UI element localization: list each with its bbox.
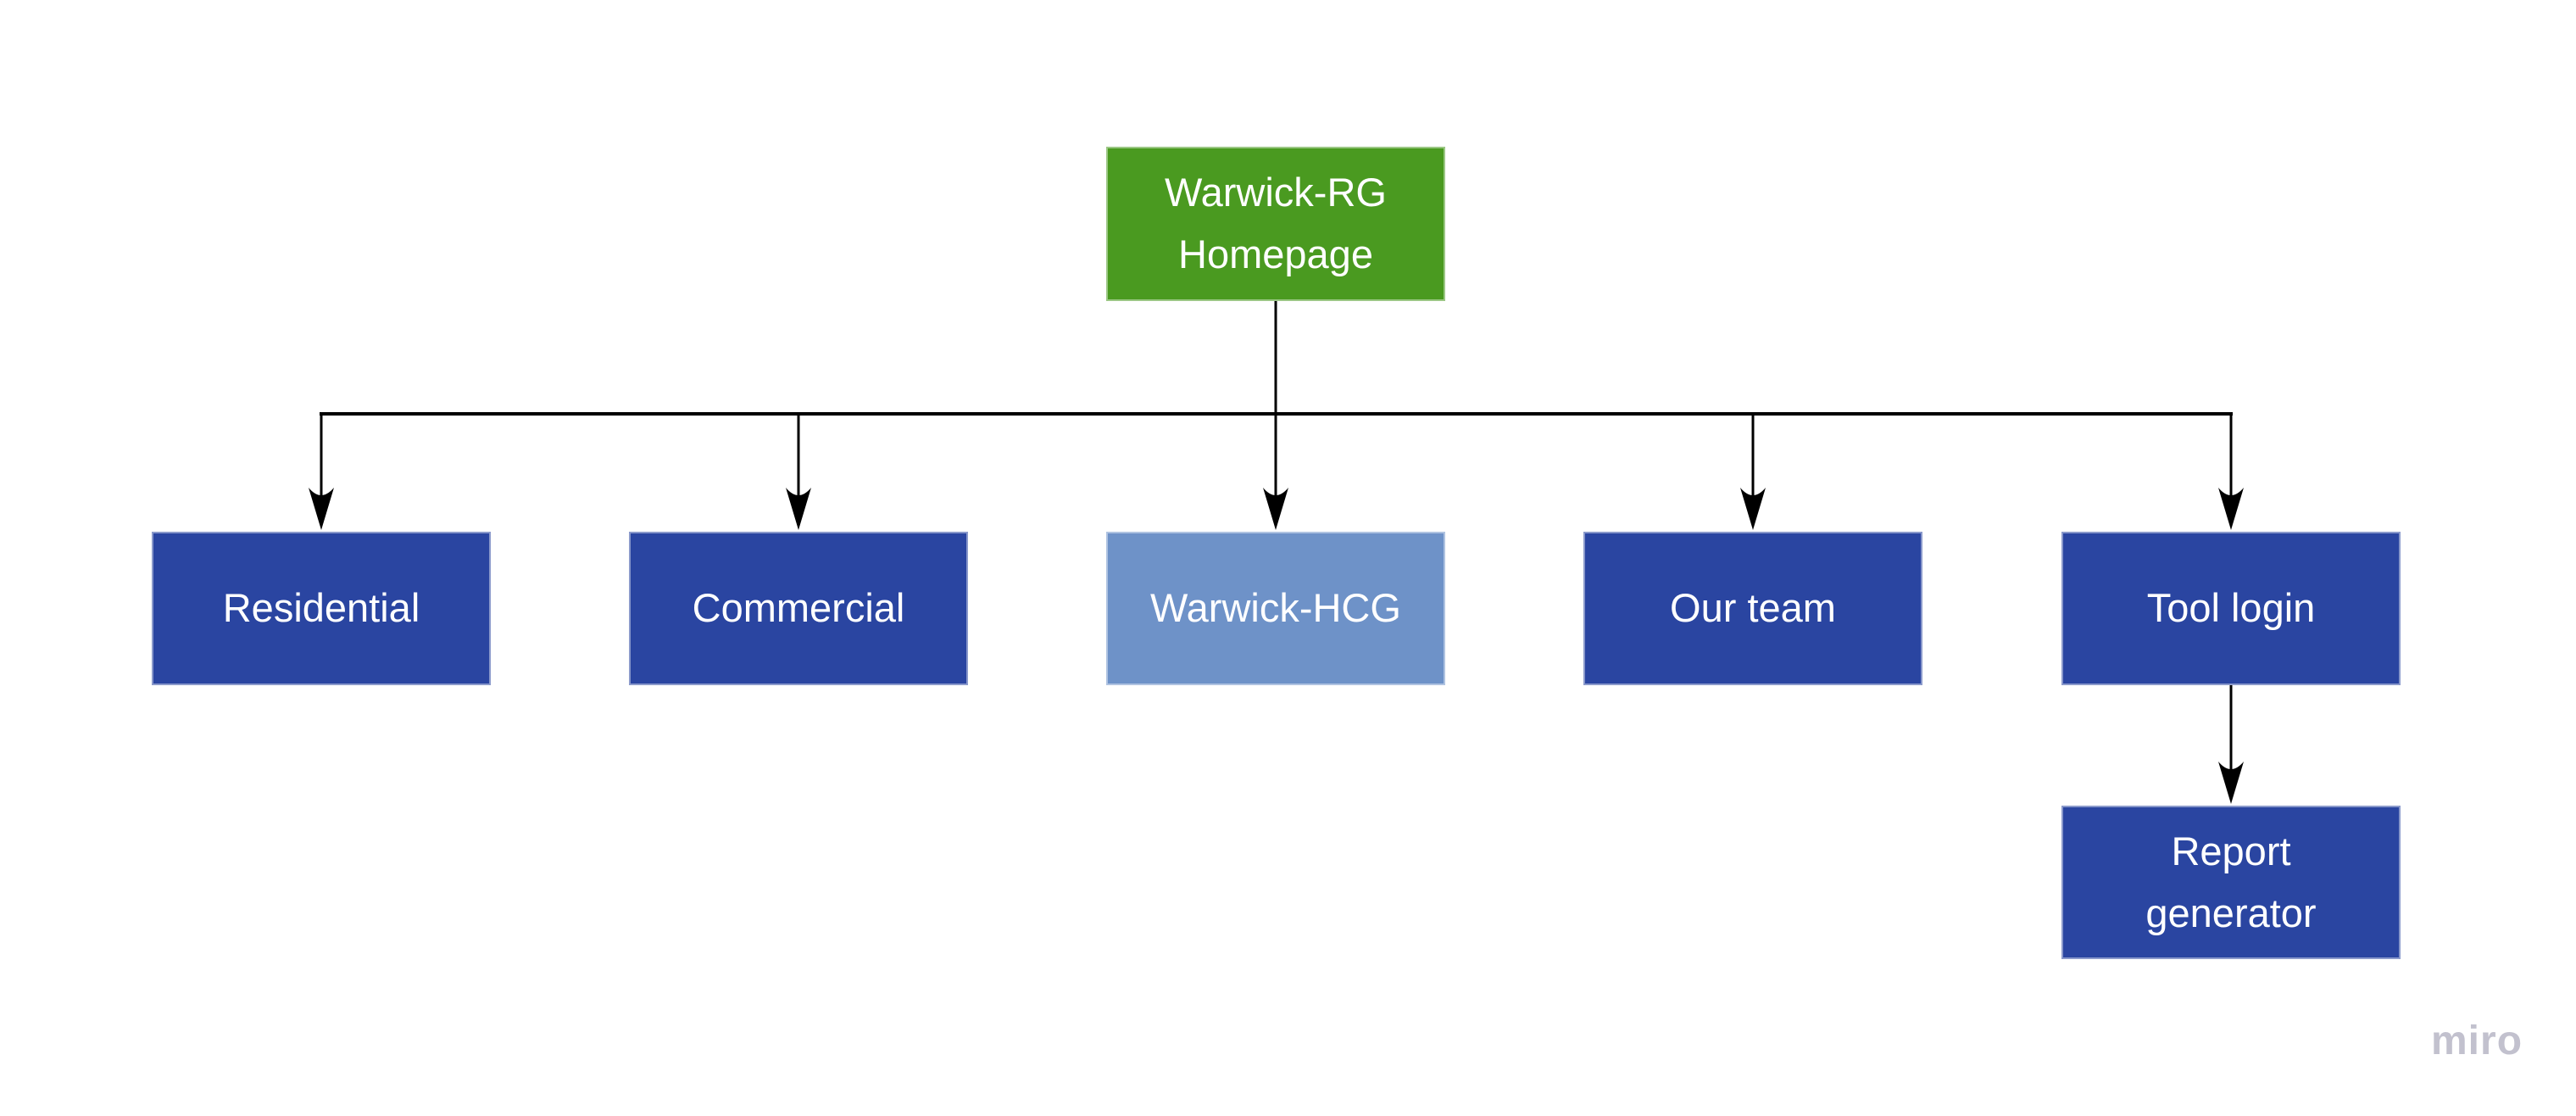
edge-to-tool-login [2218, 412, 2244, 530]
node-commercial[interactable]: Commercial [629, 532, 968, 685]
arrowhead-down-icon [1263, 488, 1288, 530]
node-warwick-rg-homepage[interactable]: Warwick-RG Homepage [1106, 147, 1445, 301]
edge-to-warwick-hcg [1263, 412, 1288, 530]
node-label: Commercial [692, 585, 905, 631]
miro-watermark-logo: miro [2431, 1018, 2523, 1063]
node-label: Residential [222, 585, 420, 631]
node-label: Our team [1670, 585, 1836, 631]
edge-tool-login-to-report-generator [2218, 685, 2244, 804]
node-warwick-hcg[interactable]: Warwick-HCG [1106, 532, 1445, 685]
node-report-generator[interactable]: Report generator [2061, 806, 2401, 959]
arrowhead-down-icon [1740, 488, 1766, 530]
node-tool-login[interactable]: Tool login [2061, 532, 2401, 685]
node-our-team[interactable]: Our team [1583, 532, 1922, 685]
node-label: Warwick-HCG [1150, 585, 1401, 631]
arrowhead-down-icon [786, 488, 811, 530]
edge-to-residential [309, 412, 334, 530]
edge-to-our-team [1740, 412, 1766, 530]
node-label: Report generator [2145, 828, 2317, 935]
edge-to-commercial [786, 412, 811, 530]
arrowhead-down-icon [2218, 488, 2244, 530]
node-label: Warwick-RG Homepage [1165, 170, 1387, 276]
node-residential[interactable]: Residential [152, 532, 491, 685]
node-label: Tool login [2146, 585, 2316, 631]
arrowhead-down-icon [309, 488, 334, 530]
arrowhead-down-icon [2218, 762, 2244, 804]
